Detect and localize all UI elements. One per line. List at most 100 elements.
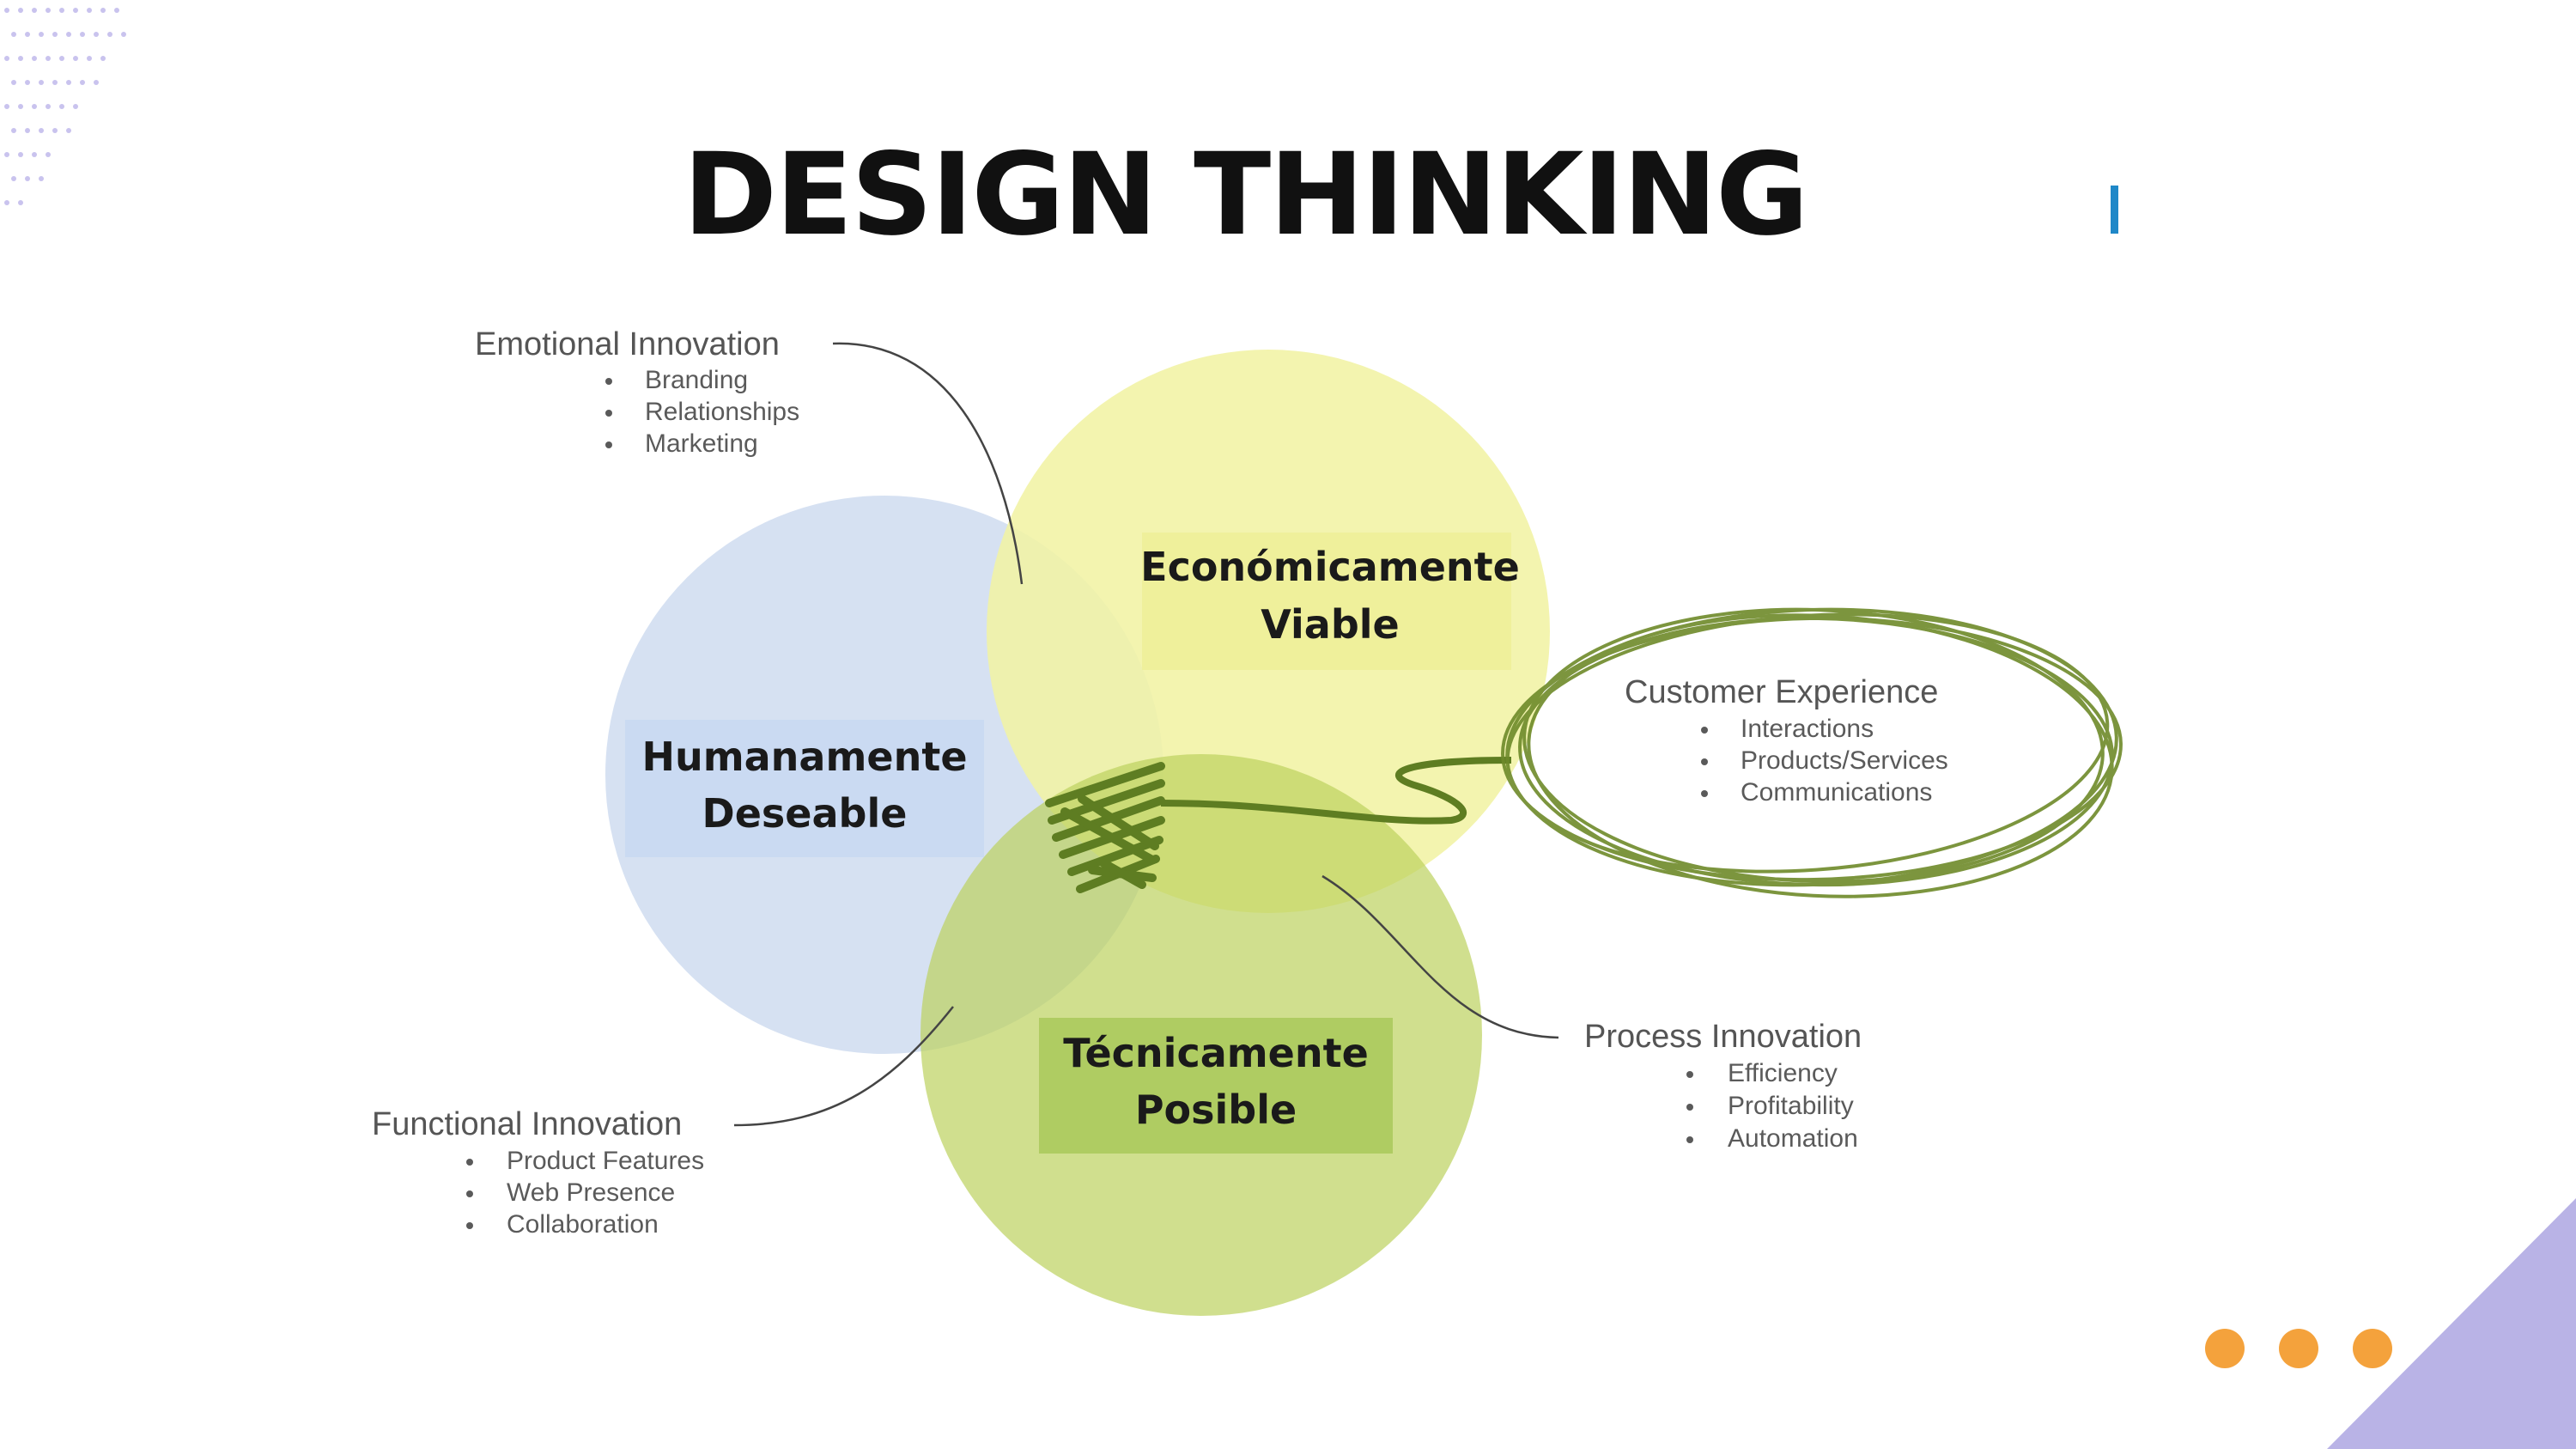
label-box-economicamente <box>1142 533 1511 670</box>
connector-functional <box>733 1006 954 1127</box>
center-scribble <box>1045 762 1165 893</box>
label-tecnicamente-line1: Técnicamente <box>1063 1030 1369 1076</box>
pattern-dot <box>39 176 44 181</box>
pattern-dot <box>114 8 119 13</box>
pattern-dot <box>25 128 30 133</box>
pattern-dot <box>25 32 30 37</box>
pattern-dot <box>4 8 9 13</box>
emotional-item: Relationships <box>645 398 799 426</box>
pattern-dot <box>80 80 85 85</box>
pattern-dot <box>4 200 9 205</box>
functional-item: Product Features <box>507 1147 704 1175</box>
pattern-dot <box>52 32 58 37</box>
process-item: Efficiency <box>1728 1059 1838 1087</box>
pattern-dot <box>94 80 99 85</box>
pattern-dot <box>66 80 71 85</box>
pattern-dot <box>4 104 9 109</box>
pattern-dot <box>18 8 23 13</box>
pattern-dot <box>87 8 92 13</box>
pattern-dot <box>25 176 30 181</box>
bullet <box>466 1159 473 1166</box>
pattern-dot <box>52 80 58 85</box>
pattern-dot <box>32 56 37 61</box>
pattern-dot <box>52 128 58 133</box>
process-item: Profitability <box>1728 1092 1854 1120</box>
pattern-dot <box>80 32 85 37</box>
bullet <box>605 378 612 385</box>
process-heading: Process Innovation <box>1584 1019 1862 1055</box>
pattern-dot <box>66 32 71 37</box>
connector-emotional <box>832 342 1024 585</box>
customer-item: Products/Services <box>1741 746 1948 775</box>
pattern-dot <box>11 80 16 85</box>
pattern-dot <box>39 128 44 133</box>
pattern-dot <box>46 56 51 61</box>
bullet <box>1686 1071 1693 1078</box>
dot-pattern-decoration <box>4 8 126 205</box>
pattern-dot <box>107 32 112 37</box>
functional-item: Web Presence <box>507 1178 675 1207</box>
pattern-dot <box>59 8 64 13</box>
pattern-dot <box>4 56 9 61</box>
pattern-dot <box>4 152 9 157</box>
label-tecnicamente-line2: Posible <box>1135 1087 1297 1133</box>
bullet <box>1701 790 1708 797</box>
pattern-dot <box>11 32 16 37</box>
customer-heading: Customer Experience <box>1625 674 1938 710</box>
bullet <box>1701 758 1708 765</box>
pattern-dot <box>46 104 51 109</box>
bullet <box>1686 1136 1693 1143</box>
bullet <box>605 410 612 417</box>
emotional-item: Branding <box>645 366 748 394</box>
bullet <box>466 1222 473 1229</box>
label-humanamente-line2: Deseable <box>702 790 908 837</box>
pattern-dot <box>11 176 16 181</box>
orange-dot-1 <box>2205 1329 2245 1368</box>
pattern-dot <box>18 200 23 205</box>
purple-triangle-decoration <box>2327 1198 2576 1449</box>
pattern-dot <box>18 56 23 61</box>
emotional-heading: Emotional Innovation <box>475 326 780 362</box>
orange-dot-2 <box>2279 1329 2318 1368</box>
connector-customer <box>1160 757 1512 825</box>
pattern-dot <box>46 8 51 13</box>
pattern-dot <box>100 56 106 61</box>
emotional-item: Marketing <box>645 429 758 458</box>
pattern-dot <box>32 152 37 157</box>
pattern-dot <box>59 104 64 109</box>
pattern-dot <box>39 80 44 85</box>
label-humanamente-line1: Humanamente <box>641 734 967 780</box>
pattern-dot <box>32 8 37 13</box>
bullet <box>605 441 612 448</box>
pattern-dot <box>46 152 51 157</box>
customer-item: Communications <box>1741 778 1932 807</box>
pattern-dot <box>25 80 30 85</box>
connector-process <box>1321 874 1559 1039</box>
pattern-dot <box>94 32 99 37</box>
orange-dot-3 <box>2353 1329 2392 1368</box>
functional-item: Collaboration <box>507 1210 659 1239</box>
bullet <box>1686 1104 1693 1111</box>
label-box-tecnicamente <box>1039 1018 1393 1154</box>
pattern-dot <box>66 128 71 133</box>
bullet <box>1701 727 1708 734</box>
pattern-dot <box>100 8 106 13</box>
pattern-dot <box>73 8 78 13</box>
pattern-dot <box>121 32 126 37</box>
pattern-dot <box>59 56 64 61</box>
functional-heading: Functional Innovation <box>372 1106 682 1142</box>
page-title: DESIGN THINKING <box>683 129 1807 261</box>
pattern-dot <box>87 56 92 61</box>
pattern-dot <box>39 32 44 37</box>
pattern-dot <box>73 104 78 109</box>
customer-item: Interactions <box>1741 715 1874 743</box>
pattern-dot <box>73 56 78 61</box>
pattern-dot <box>11 128 16 133</box>
pattern-dot <box>18 104 23 109</box>
pattern-dot <box>32 104 37 109</box>
label-economicamente-line1: Económicamente <box>1140 544 1520 590</box>
label-economicamente-line2: Viable <box>1261 601 1400 648</box>
process-item: Automation <box>1728 1124 1858 1153</box>
label-box-humanamente <box>625 720 984 857</box>
